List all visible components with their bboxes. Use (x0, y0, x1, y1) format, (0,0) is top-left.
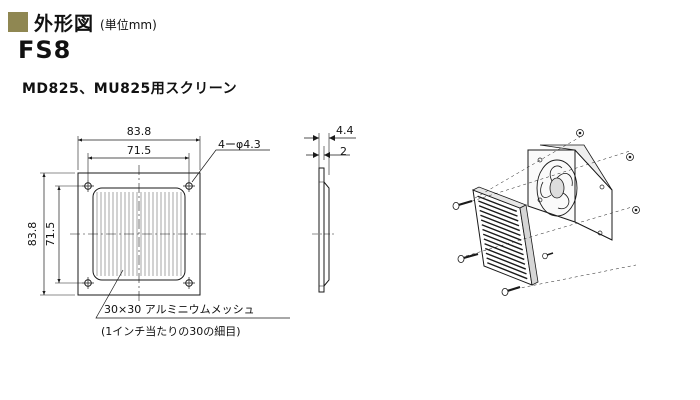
nut-right-upper (626, 153, 634, 161)
model-description: MD825、MU825用スクリーン (22, 81, 238, 97)
section-header: 外形図 (単位mm) (8, 9, 157, 35)
screw-bottom (501, 285, 521, 296)
iso-screen-grille (477, 195, 528, 280)
side-view: 4.4 2 (304, 124, 356, 293)
side-plate (318, 167, 325, 293)
mesh-note-line1: 30×30 アルミニウムメッシュ (104, 303, 255, 316)
screw-left-bottom (457, 252, 479, 263)
dim-inner-width: 71.5 (127, 144, 152, 157)
model-code: FS8 (18, 36, 72, 64)
unit-label: (単位mm) (100, 17, 157, 32)
extension-lines-top (77, 136, 201, 180)
screw-left-top (452, 199, 473, 210)
front-view: 83.8 71.5 83.8 71.5 4ーφ4.3 (26, 125, 290, 319)
mounting-holes (82, 180, 195, 289)
iso-screen (472, 186, 539, 286)
hole-spec-label: 4ーφ4.3 (218, 138, 261, 151)
dim-outer-width: 83.8 (127, 125, 152, 138)
screws (452, 129, 640, 296)
dim-plate-thickness: 2 (340, 145, 347, 158)
mesh-note-leader (95, 269, 290, 319)
mesh-note-line2: (1インチ当たりの30の細目) (101, 324, 241, 338)
dim-inner-height: 71.5 (44, 222, 57, 247)
extension-lines-left (40, 172, 82, 296)
section-title: 外形図 (34, 12, 95, 35)
fan-body (527, 144, 613, 241)
assembly-illustration (452, 129, 640, 296)
dim-outer-height: 83.8 (26, 222, 39, 247)
center-lines (70, 165, 208, 303)
nut-right-lower (632, 206, 640, 214)
hole-leader-line (191, 149, 270, 183)
nut-top (576, 129, 584, 137)
fan-impeller (536, 159, 578, 217)
section-marker (8, 12, 28, 32)
screw-small (542, 252, 554, 260)
dim-total-thickness: 4.4 (336, 124, 354, 137)
assembly-guide-lines (465, 136, 637, 291)
